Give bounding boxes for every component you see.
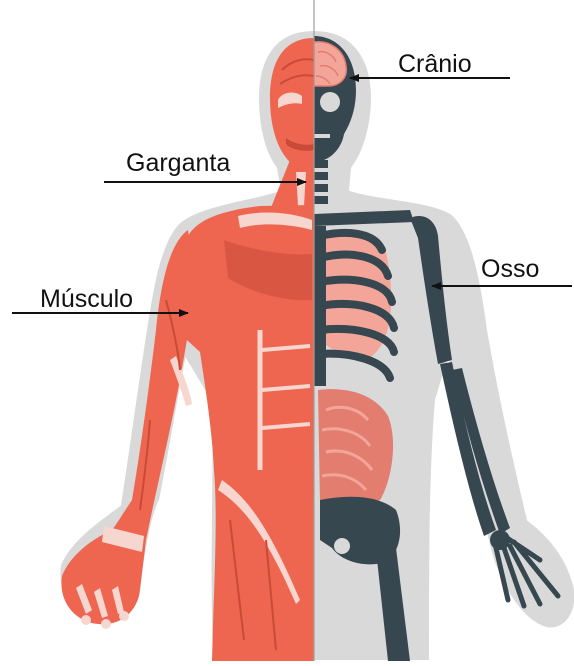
skull-label: Crânio: [398, 52, 472, 77]
muscle-label: Músculo: [40, 287, 133, 312]
bone-label: Osso: [481, 257, 539, 282]
throat-label: Garganta: [126, 151, 230, 176]
